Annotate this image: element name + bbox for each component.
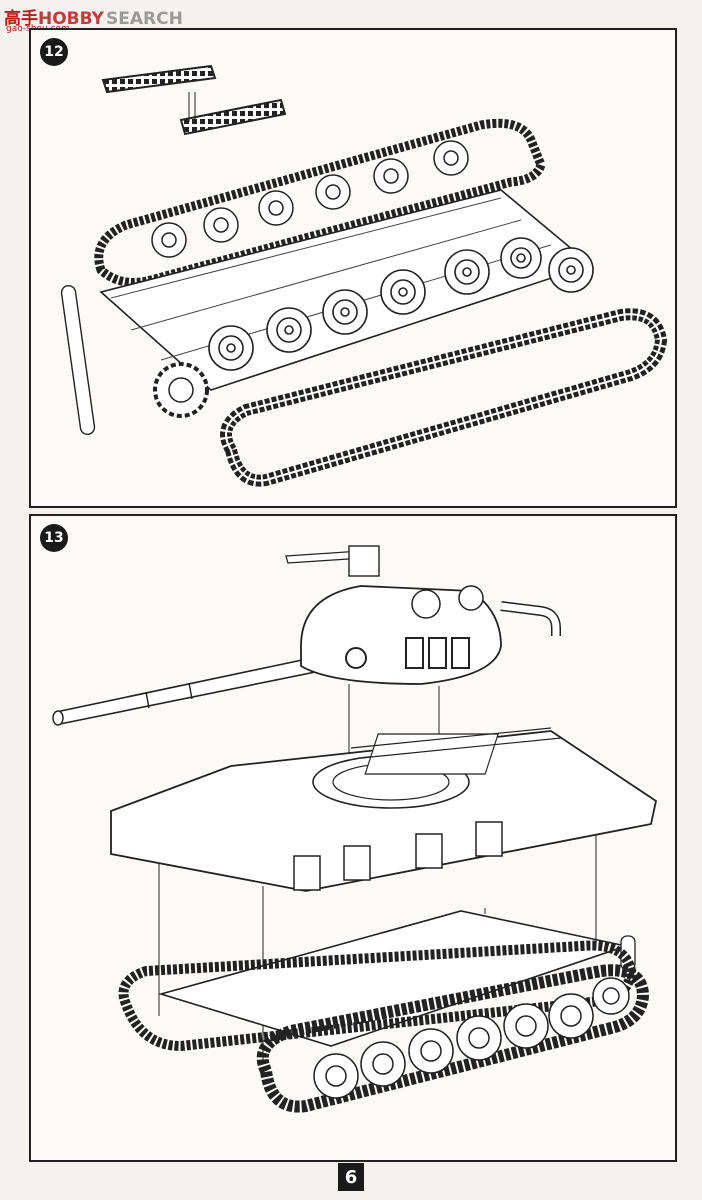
step-number-badge: 12 [40, 38, 68, 66]
track-link-parts [101, 64, 287, 136]
turret-hull-assembly-diagram [52, 545, 658, 1113]
page-number: 6 [338, 1163, 364, 1191]
step-12-panel: 12 [29, 28, 677, 508]
lower-hull [118, 910, 650, 1113]
turret [285, 545, 561, 685]
step-13-panel: 13 [29, 514, 677, 1162]
track-assembly-diagram [60, 64, 668, 487]
far-road-wheels [151, 140, 469, 258]
logo-hobby: HOBBY [38, 9, 104, 29]
upper-hull [110, 727, 658, 892]
logo-chinese: 高手 [4, 9, 38, 29]
step-number-badge: 13 [40, 524, 68, 552]
drive-sprocket [153, 362, 209, 418]
logo-search: SEARCH [105, 9, 183, 29]
near-road-wheels [208, 237, 594, 371]
main-gun-barrel [52, 655, 327, 726]
